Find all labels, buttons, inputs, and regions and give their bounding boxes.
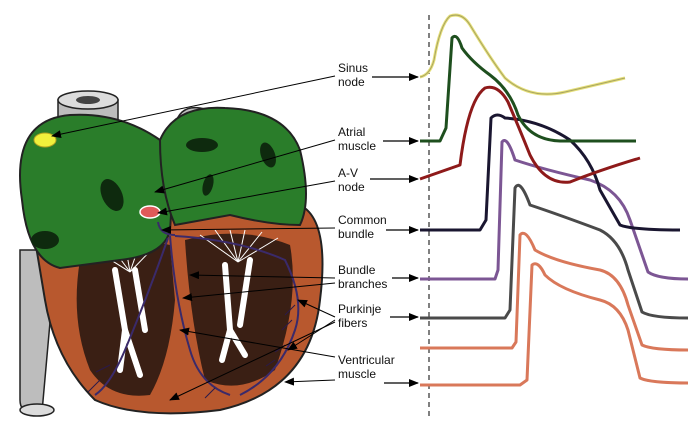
label-atrial-l1: Atrial: [338, 125, 365, 139]
label-common-l1: Common: [338, 213, 387, 227]
left-atrium: [160, 108, 306, 225]
label-purkinje-l1: Purkinje: [338, 302, 382, 316]
label-sinus-l1: Sinus: [338, 61, 368, 75]
label-common-l2: bundle: [338, 227, 374, 241]
label-av-l1: A-V: [338, 166, 358, 180]
trace-ventricular-muscle: [420, 264, 688, 385]
action-potential-traces: [420, 15, 688, 385]
label-sinus-l2: node: [338, 75, 365, 89]
trace-purkinje-dark: [420, 185, 688, 318]
trace-atrial-muscle: [420, 36, 636, 141]
label-ventricular-l1: Ventricular: [338, 353, 395, 367]
trace-purkinje-fibers: [420, 233, 688, 350]
trace-av-node: [420, 87, 640, 182]
label-to-trace-arrows: [370, 77, 418, 383]
label-av-l2: node: [338, 180, 365, 194]
av-node: [140, 206, 160, 218]
label-branches-l1: Bundle: [338, 263, 376, 277]
label-ventricular-l2: muscle: [338, 367, 376, 381]
sinus-node: [34, 133, 56, 147]
label-branches-l2: branches: [338, 277, 387, 291]
heart-illustration: [20, 91, 323, 416]
label-purkinje-l2: fibers: [338, 316, 367, 330]
label-atrial-l2: muscle: [338, 139, 376, 153]
